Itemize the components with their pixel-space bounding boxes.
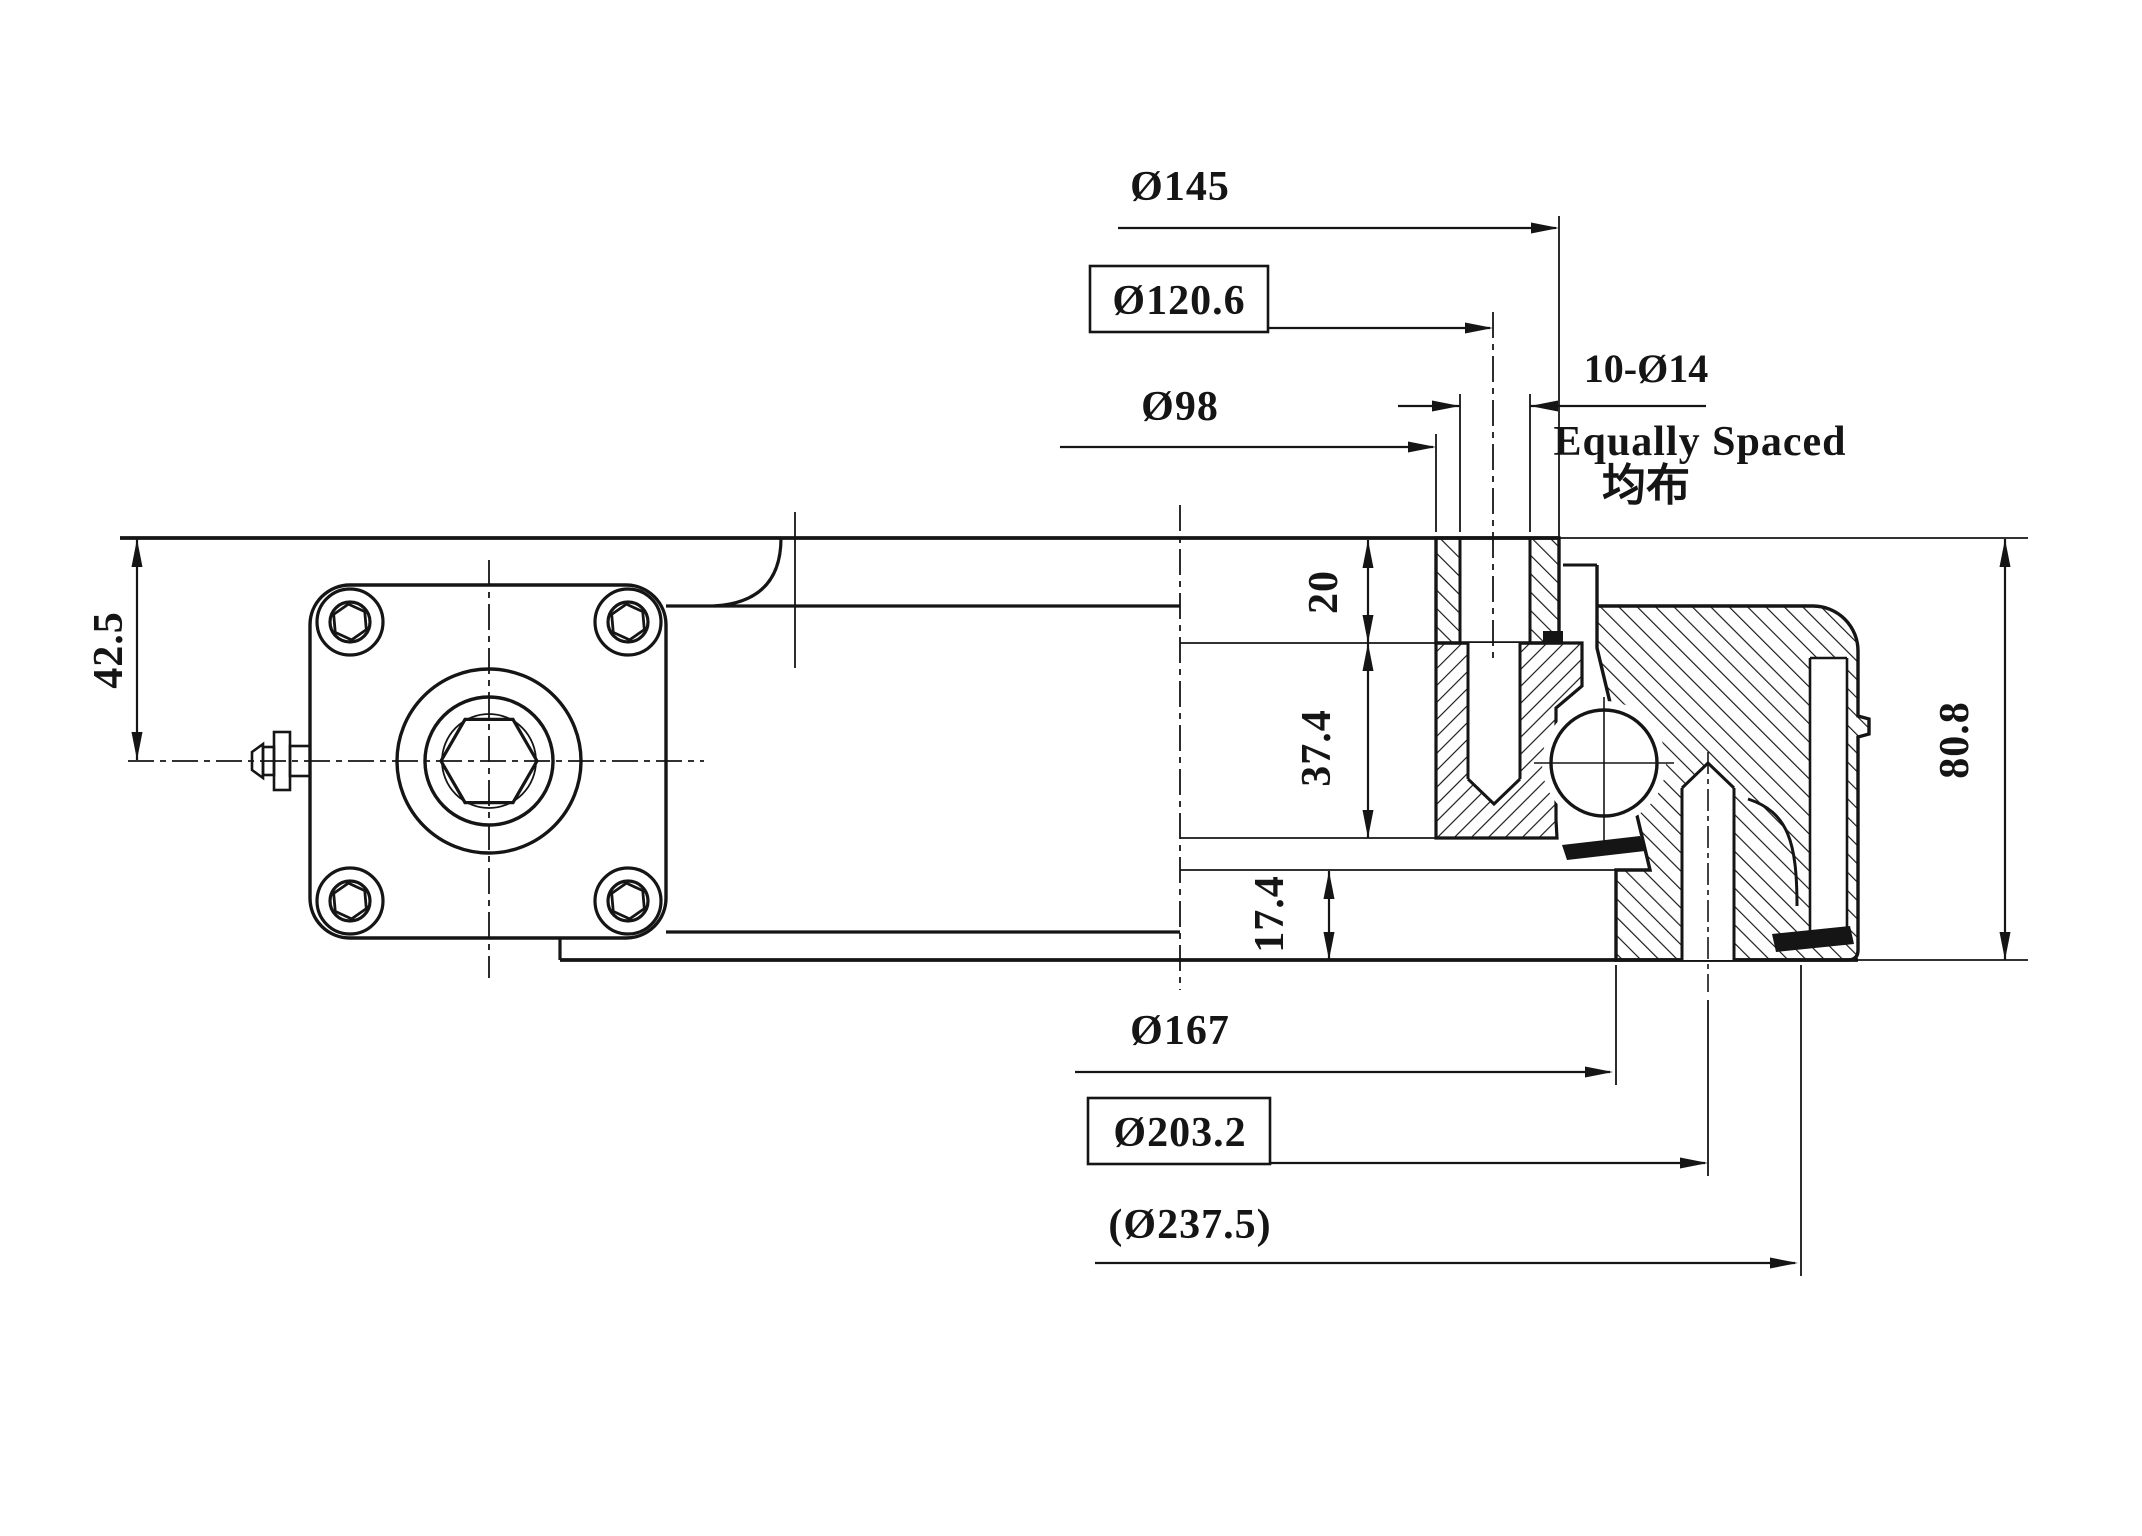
arrow-d120-6 <box>1465 322 1493 334</box>
label-d17-4: 17.4 <box>1247 875 1293 953</box>
retainer-channel-fill <box>1810 658 1847 932</box>
arrow-d17-4-bottom <box>1323 932 1335 960</box>
label-d42-5: 42.5 <box>86 611 132 689</box>
label-d237-5: (Ø237.5) <box>1108 1202 1271 1248</box>
outer-bottom-seal <box>1772 926 1854 952</box>
arrow-d37-4-top <box>1362 643 1374 671</box>
left-end-view <box>128 560 704 978</box>
dim-box-d120-6 <box>1088 264 1270 334</box>
screw-head-circle <box>328 879 372 923</box>
arrow-d37-4-bottom <box>1362 810 1374 838</box>
screw-counterbore-circle <box>315 866 385 936</box>
housing-shoulder-fillet <box>713 537 783 608</box>
label-equally-spaced-zh: 均布 <box>1602 461 1690 510</box>
screw-counterbore-circle <box>315 587 385 657</box>
flange-screw-bottom-left <box>315 866 385 936</box>
seal-lip-curve <box>1747 797 1799 907</box>
dim-box-d203-2 <box>1086 1096 1272 1166</box>
mounting-hole-point-fill <box>1682 763 1734 788</box>
inner-cap-ring <box>1434 536 1561 645</box>
hex-socket-icon <box>332 602 368 642</box>
label-equally-spaced: Equally Spaced <box>1554 419 1847 465</box>
screw-counterbore-circle <box>593 587 663 657</box>
outer-ring-mounting-hole <box>1680 752 1736 992</box>
arrow-d20-top <box>1362 540 1374 568</box>
hex-socket-icon <box>610 602 646 642</box>
flange-screw-bottom-right <box>593 866 663 936</box>
arrow-d237-5 <box>1770 1257 1798 1269</box>
extension-lines <box>1180 216 1802 1276</box>
arrow-d17-4-top <box>1323 871 1335 899</box>
cap-hatch-left <box>1436 538 1460 643</box>
seal-retainer-channel <box>1747 656 1849 932</box>
label-d10-14: 10-Ø14 <box>1584 346 1708 391</box>
inner-ring-tapped-hole <box>1466 643 1522 807</box>
dimension-lines <box>135 216 2007 1276</box>
arrow-d10-14-left <box>1432 400 1460 412</box>
hex-socket-icon <box>610 881 646 921</box>
arrow-d80-8-top <box>1999 539 2011 567</box>
arrow-d42-5-bottom <box>131 732 143 760</box>
arrow-d80-8-bottom <box>1999 932 2011 960</box>
arrow-d145 <box>1531 222 1559 234</box>
label-d203-2: Ø203.2 <box>1113 1110 1246 1156</box>
label-d80-8: 80.8 <box>1932 701 1978 779</box>
arrow-d20-bottom <box>1362 615 1374 643</box>
label-d37-4: 37.4 <box>1294 709 1340 787</box>
drill-point-fill <box>1468 779 1520 804</box>
screw-head-circle <box>606 879 650 923</box>
arrow-d98 <box>1408 441 1436 453</box>
inner-bottom-seal <box>1562 836 1645 860</box>
dimension-arrowheads <box>131 222 2011 1269</box>
hex-socket-icon <box>332 881 368 921</box>
cap-hatch-right <box>1530 538 1559 643</box>
label-d98: Ø98 <box>1141 384 1219 430</box>
label-d167: Ø167 <box>1130 1008 1230 1054</box>
outer-ring-section <box>1595 565 1871 962</box>
arrow-d42-5-top <box>131 539 143 567</box>
flange-screw-top-right <box>593 587 663 657</box>
label-d20: 20 <box>1301 570 1347 614</box>
label-d120-6: Ø120.6 <box>1112 278 1245 324</box>
arrow-d167 <box>1585 1066 1613 1078</box>
tapped-hole-clearance <box>1468 643 1520 779</box>
grease-fitting-cap <box>250 741 265 781</box>
screw-counterbore-circle <box>593 866 663 936</box>
arrow-d10-14-right <box>1530 400 1558 412</box>
arrow-d203-2 <box>1680 1157 1708 1169</box>
bearing-ball-group <box>1534 697 1674 845</box>
screw-head-circle <box>328 600 372 644</box>
flange-screw-top-left <box>315 587 385 657</box>
drill-point <box>1466 777 1522 807</box>
section-view <box>1434 536 1871 992</box>
dimension-labels: Ø145 Ø120.6 Ø98 10-Ø14 Equally Spaced 均布… <box>86 164 1978 1248</box>
top-seal <box>1543 631 1563 643</box>
screw-head-circle <box>606 600 650 644</box>
label-d145: Ø145 <box>1130 164 1230 210</box>
